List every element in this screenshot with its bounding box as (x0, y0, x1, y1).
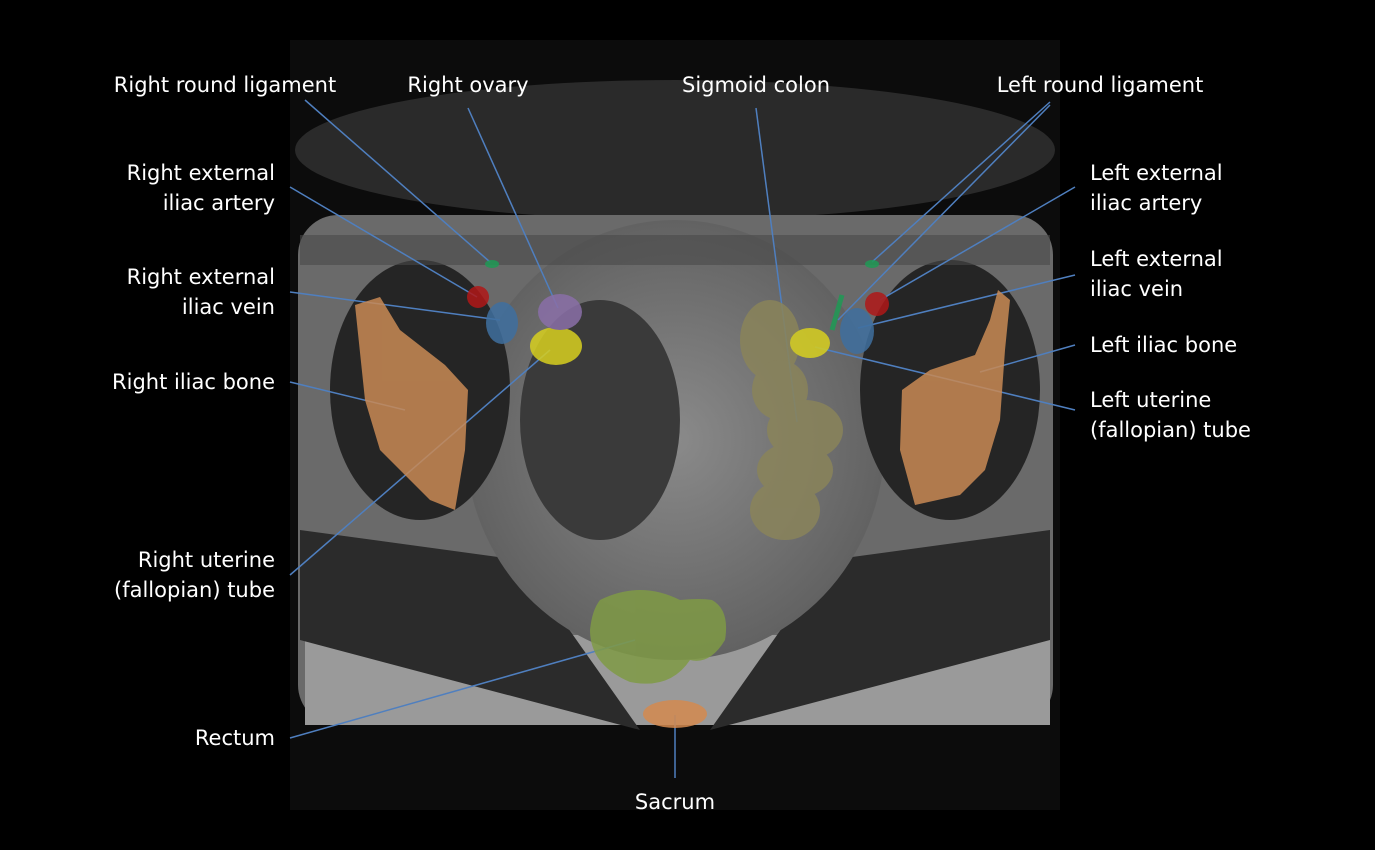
right-external-iliac-vein-region (486, 302, 518, 344)
label-left-external-iliac-artery: Left external iliac artery (1090, 158, 1223, 218)
leader-right-ovary (467, 107, 559, 309)
sigmoid-colon-region (740, 300, 843, 540)
leader-left-round-ligament-2 (837, 104, 1051, 321)
label-line: iliac vein (181, 295, 275, 319)
label-line: (fallopian) tube (1090, 418, 1251, 442)
leader-left-external-iliac-vein (857, 274, 1076, 329)
leader-left-external-iliac-artery (879, 186, 1076, 301)
label-sigmoid-colon: Sigmoid colon (681, 73, 831, 97)
label-line: iliac artery (1090, 191, 1203, 215)
leader-rectum (289, 639, 636, 739)
left-round-ligament-stripe (829, 294, 845, 331)
label-right-iliac-bone: Right iliac bone (112, 370, 275, 394)
label-sacrum: Sacrum (634, 790, 716, 814)
label-left-external-iliac-vein: Left external iliac vein (1090, 244, 1223, 304)
leader-right-external-iliac-artery (289, 186, 478, 298)
left-round-ligament-region (865, 260, 879, 268)
label-right-ovary: Right ovary (407, 73, 529, 97)
label-rectum: Rectum (194, 726, 275, 750)
label-left-uterine-tube: Left uterine (fallopian) tube (1090, 385, 1251, 445)
left-iliac-bone-region (900, 290, 1010, 505)
leader-right-round-ligament (304, 99, 491, 263)
label-right-round-ligament: Right round ligament (113, 73, 337, 97)
label-line: Left external (1090, 161, 1223, 185)
label-line: Right uterine (137, 548, 275, 572)
label-right-external-iliac-artery: Right external iliac artery (127, 158, 275, 218)
label-line: Right external (126, 161, 275, 185)
right-uterine-tube-region (530, 327, 582, 365)
right-external-iliac-artery-region (467, 286, 489, 308)
label-line: (fallopian) tube (114, 578, 275, 602)
label-right-external-iliac-vein: Right external iliac vein (127, 262, 275, 322)
label-line: iliac vein (1090, 277, 1184, 301)
left-external-iliac-artery-region (865, 292, 889, 316)
right-iliac-bone-region (355, 297, 468, 510)
label-line: Left uterine (1090, 388, 1212, 412)
label-line: Right external (126, 265, 275, 289)
label-line: iliac artery (162, 191, 275, 215)
left-external-iliac-vein-region (840, 308, 874, 354)
label-left-iliac-bone: Left iliac bone (1090, 333, 1238, 357)
right-round-ligament-region (485, 260, 499, 268)
leader-right-external-iliac-vein (289, 291, 501, 321)
leader-left-round-ligament-1 (871, 101, 1051, 263)
rectum-region (590, 590, 727, 684)
label-right-uterine-tube: Right uterine (fallopian) tube (114, 545, 275, 605)
label-left-round-ligament: Left round ligament (996, 73, 1204, 97)
sacrum-region (643, 700, 707, 728)
right-ovary-region (538, 294, 582, 330)
label-line: Left external (1090, 247, 1223, 271)
left-uterine-tube-region (790, 328, 830, 358)
